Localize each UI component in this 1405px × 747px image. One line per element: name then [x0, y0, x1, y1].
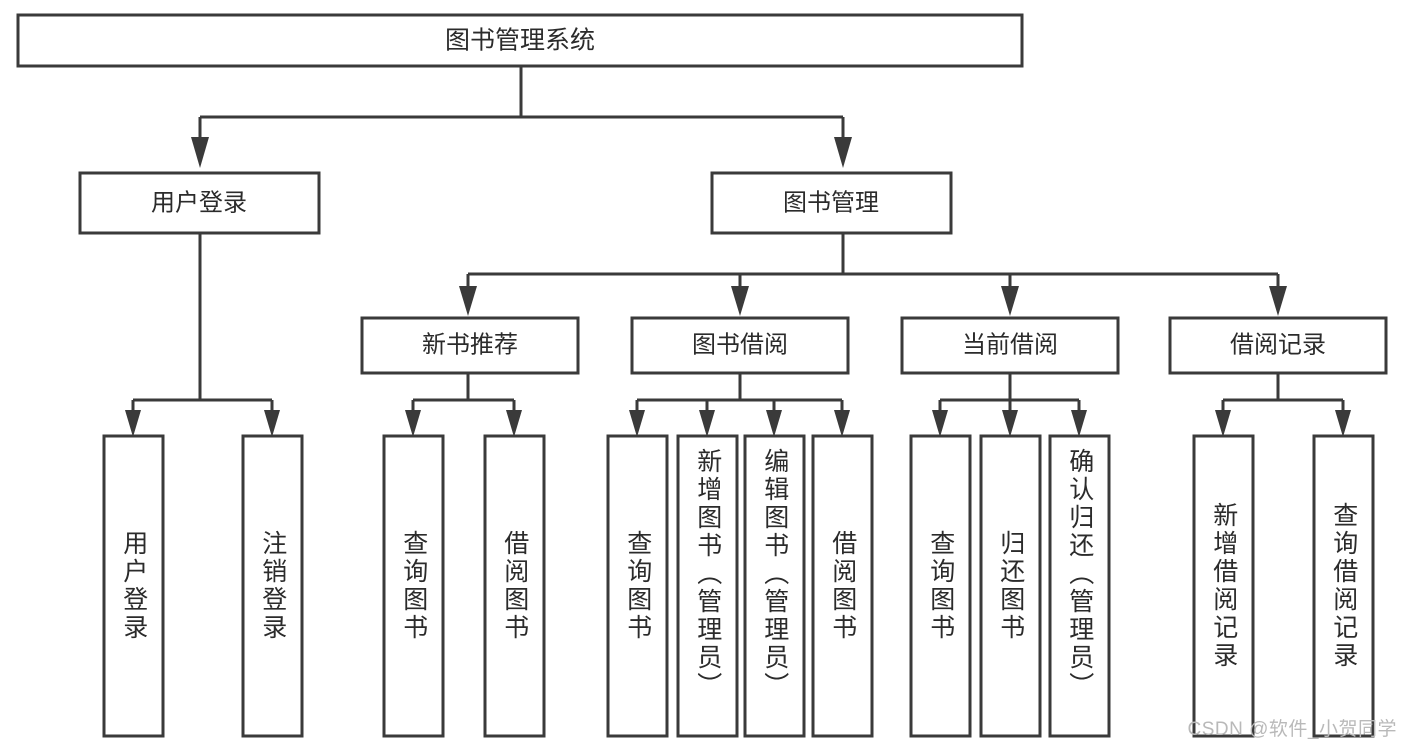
arrow-leaf-edit-book	[766, 410, 782, 437]
watermark: CSDN @软件_小贺同学	[1187, 719, 1397, 740]
leaf-box-edit-book[interactable]	[743, 434, 806, 738]
node-current-borrow[interactable]: 当前借阅	[900, 316, 1120, 375]
node-current-borrow-label: 当前借阅	[962, 331, 1058, 358]
leaf-boxes	[102, 434, 1375, 738]
leaf-box-query-book-2[interactable]	[606, 434, 669, 738]
connector-userlogin-to-leaves	[125, 233, 280, 437]
leaf-box-logout[interactable]	[241, 434, 304, 738]
connector-bookborrow-to-leaves	[629, 373, 850, 437]
node-root-label: 图书管理系统	[445, 27, 595, 55]
arrow-leaf-query-book-1	[405, 410, 421, 437]
leaf-box-borrow-book-1[interactable]	[483, 434, 546, 738]
arrow-to-book-borrow	[731, 286, 749, 316]
arrow-leaf-confirm-return	[1071, 410, 1087, 437]
connector-bookmanage-to-level2	[459, 233, 1287, 316]
arrow-leaf-query-book-2	[629, 410, 645, 437]
node-user-login[interactable]: 用户登录	[78, 171, 321, 235]
leaf-box-query-book-1[interactable]	[382, 434, 445, 738]
node-book-borrow[interactable]: 图书借阅	[630, 316, 850, 375]
leaf-box-add-book[interactable]	[676, 434, 739, 738]
arrow-leaf-query-record	[1335, 410, 1351, 437]
arrow-to-current-borrow	[1001, 286, 1019, 316]
node-root[interactable]: 图书管理系统	[16, 13, 1024, 68]
node-book-borrow-label: 图书借阅	[692, 331, 788, 358]
leaf-box-query-record[interactable]	[1312, 434, 1375, 738]
node-borrow-record-label: 借阅记录	[1230, 331, 1326, 358]
node-book-manage-label: 图书管理	[783, 189, 879, 216]
leaf-box-user-login[interactable]	[102, 434, 165, 738]
arrow-leaf-return-book	[1002, 410, 1018, 437]
arrow-to-borrow-record	[1269, 286, 1287, 316]
node-user-login-label: 用户登录	[151, 189, 247, 216]
connector-newbook-to-leaves	[405, 373, 522, 437]
arrow-leaf-query-book-3	[932, 410, 948, 437]
node-new-book-recommend[interactable]: 新书推荐	[360, 316, 580, 375]
node-new-book-recommend-label: 新书推荐	[422, 331, 518, 358]
leaf-box-return-book[interactable]	[979, 434, 1042, 738]
connector-root-to-level1	[191, 66, 852, 168]
arrow-to-new-book	[459, 286, 477, 316]
arrow-leaf-borrow-book-1	[506, 410, 522, 437]
arrow-to-book-manage	[834, 137, 852, 168]
arrow-to-user-login	[191, 137, 209, 168]
arrow-leaf-logout	[264, 410, 280, 437]
node-borrow-record[interactable]: 借阅记录	[1168, 316, 1388, 375]
leaf-box-confirm-return[interactable]	[1048, 434, 1111, 738]
arrow-leaf-add-book	[699, 410, 715, 437]
connector-currentborrow-to-leaves	[932, 373, 1087, 437]
leaf-box-query-book-3[interactable]	[909, 434, 972, 738]
connector-borrowrecord-to-leaves	[1215, 373, 1351, 437]
node-book-manage[interactable]: 图书管理	[710, 171, 953, 235]
arrow-leaf-borrow-book-2	[834, 410, 850, 437]
leaf-box-add-record[interactable]	[1192, 434, 1255, 738]
arrow-leaf-user-login	[125, 410, 141, 437]
arrow-leaf-add-record	[1215, 410, 1231, 437]
leaf-box-borrow-book-2[interactable]	[811, 434, 874, 738]
